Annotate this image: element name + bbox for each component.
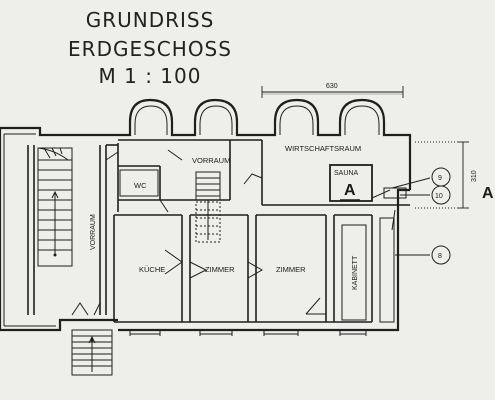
main-staircase [37,147,73,267]
callout-label-8: 8 [438,253,442,260]
kabinett-furniture [341,224,367,321]
dimension-height-label: 310 [471,170,478,182]
room-label-zimmer-2: ZIMMER [276,265,306,274]
room-label-wc: WC [134,181,147,190]
room-label-vorraum-left: VORRAUM [90,214,97,250]
stair-dot [90,338,94,342]
sauna-room [329,164,373,202]
callout-leaders [391,167,451,265]
door-swings [71,149,396,316]
bay-inner-lines [3,105,380,327]
wc-room [119,169,159,197]
stove-symbol [383,187,407,199]
title-line-2: ERDGESCHOSS [68,37,232,61]
room-label-kueche: KÜCHE [139,265,165,274]
section-marker-outer: A [482,185,494,202]
scale-label: M 1 : 100 [98,64,202,88]
dimension-lines [261,86,469,209]
windows [129,330,367,336]
room-label-vorraum-top: VORRAUM [192,156,230,165]
right-cabinet [379,217,395,323]
callout-label-9: 9 [438,175,442,182]
room-label-zimmer-1: ZIMMER [205,265,235,274]
title-line-1: GRUNDRISS [85,8,215,32]
section-marker-inner: A [344,182,356,199]
inner-staircase [195,171,221,243]
callout-label-10: 10 [435,193,443,200]
outer-walls [0,98,412,332]
room-label-wirtschaftsraum: WIRTSCHAFTSRAUM [285,144,361,153]
inner-walls [27,139,410,323]
room-label-kabinett: KABINETT [352,255,359,290]
stair-dot-main [53,253,57,257]
entrance-stairs [71,329,113,376]
room-label-sauna: SAUNA [334,170,358,177]
dimension-width-label: 630 [326,83,338,90]
